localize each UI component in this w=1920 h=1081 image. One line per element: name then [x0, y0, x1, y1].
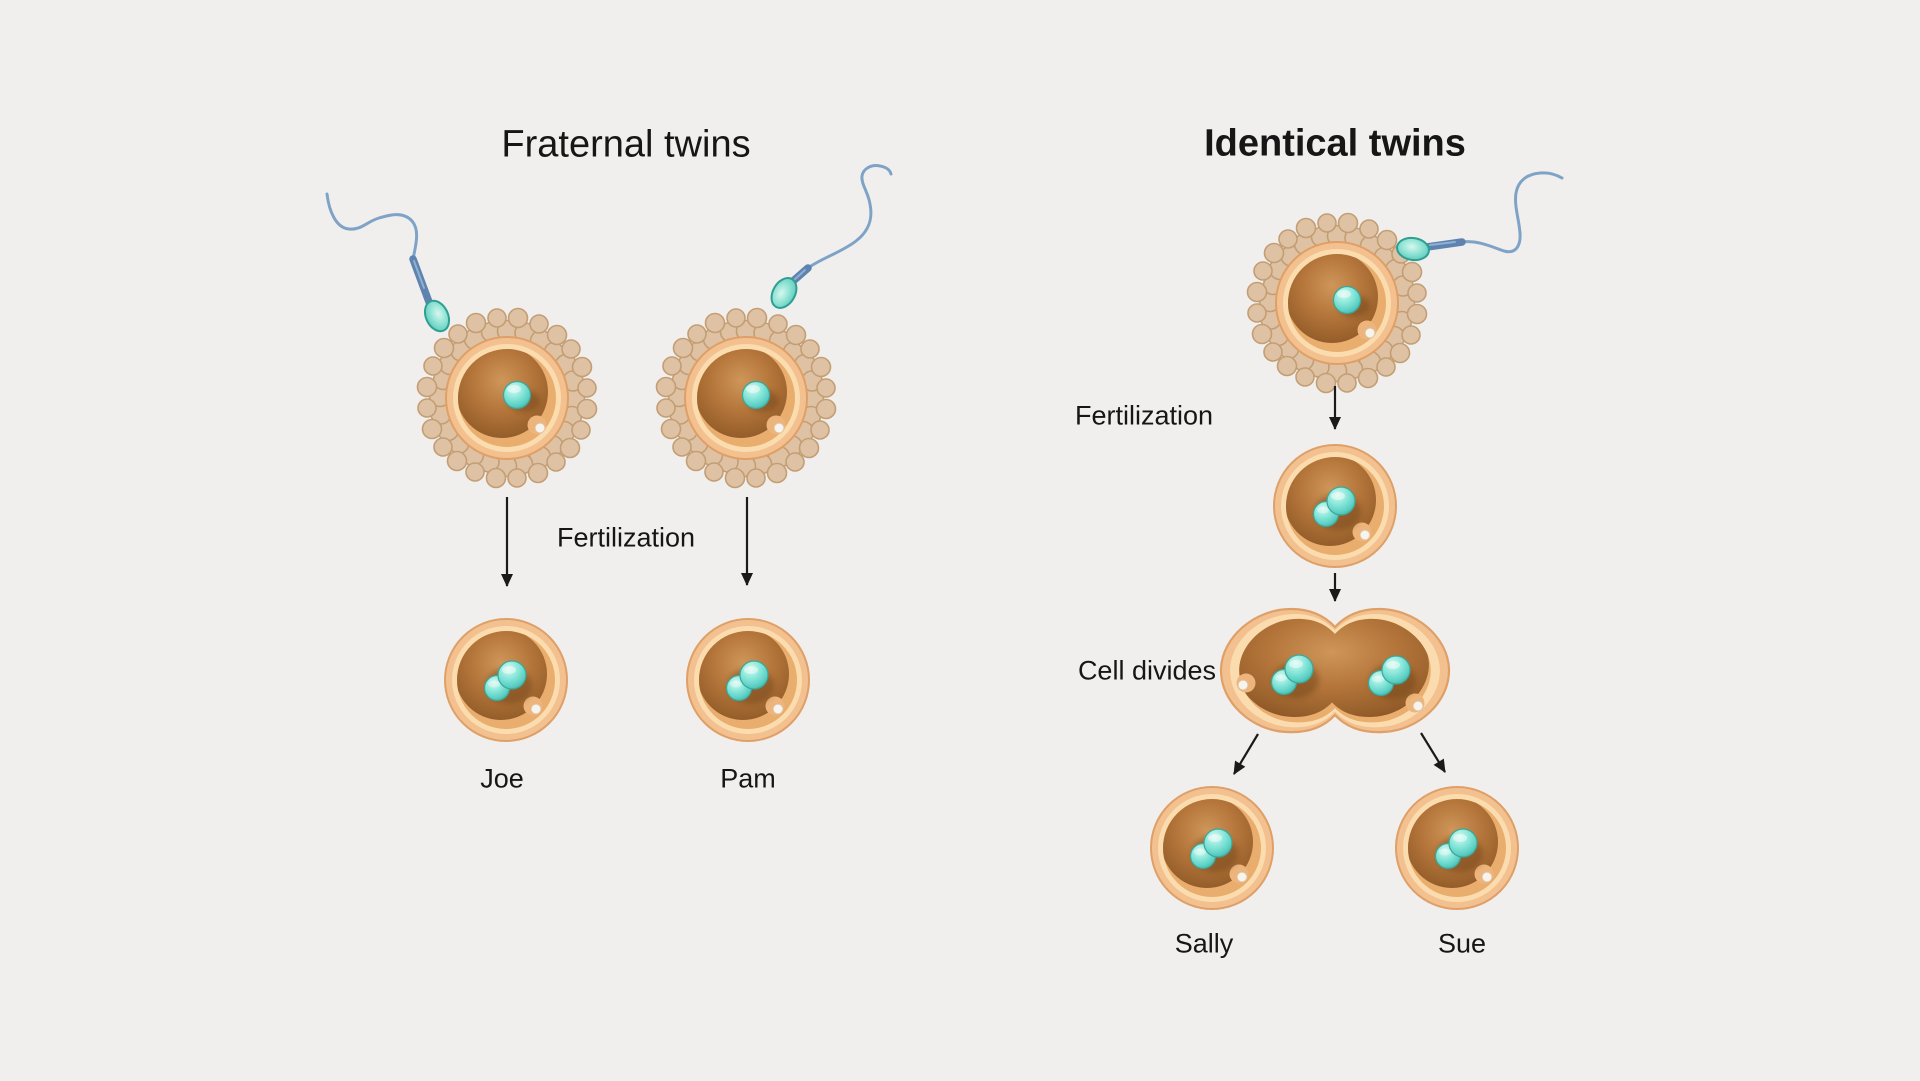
identical-title: Identical twins: [1204, 122, 1466, 164]
identical-panel: Identical twins Fertilization Cell divid…: [1075, 122, 1564, 958]
zygote-joe: [445, 619, 567, 741]
split-arrow-left: [1233, 733, 1259, 775]
cell-divides-label: Cell divides: [1078, 655, 1216, 685]
egg-cell-2: [657, 309, 836, 488]
zygote-pam: [687, 619, 809, 741]
egg-cell-1: [418, 309, 597, 488]
sue-label: Sue: [1438, 928, 1486, 958]
zygote-identical: [1274, 445, 1396, 567]
fertilization-label-left: Fertilization: [557, 522, 695, 552]
sperm-cell-3: [1396, 171, 1564, 262]
fertilization-label-right: Fertilization: [1075, 400, 1213, 430]
sperm-head-icon: [423, 299, 451, 333]
sperm-head-icon: [1396, 236, 1430, 262]
sally-label: Sally: [1175, 928, 1234, 958]
fraternal-title: Fraternal twins: [501, 123, 750, 165]
sperm-cell-1: [325, 192, 451, 333]
cell-sue: [1396, 787, 1518, 909]
sperm-head-icon: [770, 277, 798, 309]
egg-cell-3: [1248, 214, 1427, 393]
pam-label: Pam: [720, 763, 776, 793]
dividing-cell: [1221, 609, 1449, 732]
joe-label: Joe: [480, 763, 524, 793]
split-arrow-right: [1420, 732, 1446, 773]
sperm-cell-2: [770, 164, 893, 309]
cell-sally: [1151, 787, 1273, 909]
fraternal-panel: Fraternal twins Fertilization Joe Pam: [325, 123, 893, 793]
